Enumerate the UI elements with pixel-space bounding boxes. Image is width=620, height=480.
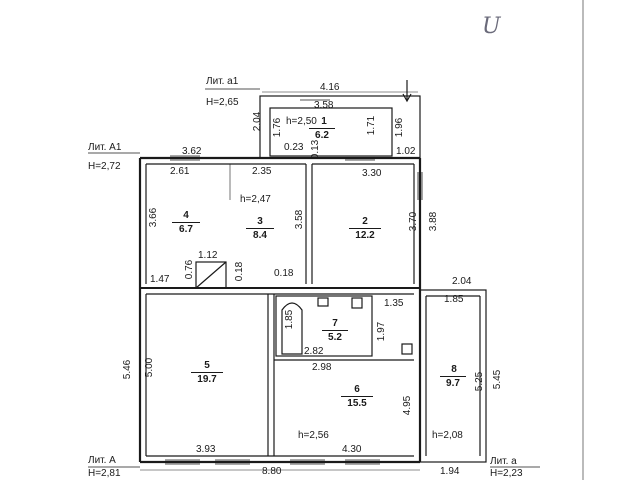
- dim-step-depth: 1.47: [150, 274, 170, 285]
- room-number-8: 8: [451, 364, 457, 375]
- room-number-4: 4: [183, 210, 189, 221]
- room-area-7: 5.2: [322, 330, 348, 343]
- dim-room7-height: 1.97: [376, 321, 388, 342]
- dim-room6-height: 4.95: [402, 395, 414, 416]
- litera-a-height: H=2,23: [490, 468, 523, 479]
- dim-step-width: 1.12: [198, 250, 218, 261]
- dim-a1-left-height: 3.66: [148, 207, 160, 228]
- room-area-6: 15.5: [341, 396, 373, 409]
- dim-partition-right: 0.18: [274, 268, 294, 279]
- room-number-6: 6: [354, 384, 360, 395]
- dim-room7-width: 2.82: [304, 346, 324, 357]
- room-number-1: 1: [321, 116, 327, 127]
- room-area-4: 6.7: [172, 222, 200, 235]
- room-number-2: 2: [362, 216, 368, 227]
- room-area-8: 9.7: [440, 376, 466, 389]
- dim-room7-small: 1.35: [384, 298, 404, 309]
- dim-room7-niche: 1.85: [284, 309, 296, 330]
- litera-A1-name: Лит. А1: [88, 142, 122, 153]
- dim-room1-right-inner: 1.71: [366, 115, 378, 136]
- litera-A1-height: H=2,72: [88, 161, 121, 172]
- ceiling-height-room3: h=2,47: [240, 194, 271, 205]
- wall-a-outer: [419, 289, 487, 463]
- ceiling-height-room1: h=2,50: [286, 116, 317, 127]
- dim-partition-left: 0.18: [234, 261, 246, 282]
- dim-room2-width: 3.30: [362, 168, 382, 179]
- dim-room8-outer-height: 5.45: [492, 369, 504, 390]
- litera-a1-height: H=2,65: [206, 97, 239, 108]
- litera-a-name: Лит. а: [490, 456, 517, 467]
- dim-gap-right: 0.13: [310, 139, 322, 160]
- dim-a1-top-width: 3.62: [182, 146, 202, 157]
- room-number-5: 5: [204, 360, 210, 371]
- dim-room5-outer-height: 5.46: [122, 359, 134, 380]
- dim-gap-left: 0.23: [284, 142, 304, 153]
- room-area-1: 6.2: [309, 128, 335, 141]
- litera-A-name: Лит. А: [88, 455, 116, 466]
- room-area-3: 8.4: [246, 228, 274, 241]
- dim-room3-width: 2.35: [252, 166, 272, 177]
- dim-room4-width: 2.61: [170, 166, 190, 177]
- dim-room5-height: 5.00: [144, 357, 156, 378]
- dim-house-total: 8.80: [262, 466, 282, 477]
- dim-room8-inner-width: 1.85: [444, 294, 464, 305]
- dim-a1-total: 4.16: [320, 82, 340, 93]
- dim-room2-outer-height: 3.88: [428, 211, 440, 232]
- dim-room6-width-bottom: 4.30: [342, 444, 362, 455]
- dim-room1-width: 3.58: [314, 100, 334, 111]
- dim-room2-height: 3.70: [408, 211, 420, 232]
- litera-A-height: H=2,81: [88, 468, 121, 479]
- room-number-3: 3: [257, 216, 263, 227]
- dim-room1-left-outer: 2.04: [252, 111, 264, 132]
- room-number-7: 7: [332, 318, 338, 329]
- dim-room6-width: 2.98: [312, 362, 332, 373]
- dim-room3-height: 3.58: [294, 209, 306, 230]
- dim-room1-left-inner: 1.76: [272, 117, 284, 138]
- dim-room5-width: 3.93: [196, 444, 216, 455]
- dim-entry-a1: 1.02: [396, 146, 416, 157]
- dim-room8-height: 5.25: [474, 371, 486, 392]
- room-area-2: 12.2: [349, 228, 381, 241]
- handwritten-annotation: U: [482, 14, 501, 39]
- litera-a1-name: Лит. а1: [206, 76, 239, 87]
- dim-step-height: 0.76: [184, 259, 196, 280]
- room-area-5: 19.7: [191, 372, 223, 385]
- wall-a1-inner: [269, 107, 393, 157]
- ceiling-height-room6: h=2,56: [298, 430, 329, 441]
- dim-room8-bottom: 1.94: [440, 466, 460, 477]
- dim-room8-outer-width: 2.04: [452, 276, 472, 287]
- dim-room1-right-outer: 1.96: [394, 117, 406, 138]
- ceiling-height-room8: h=2,08: [432, 430, 463, 441]
